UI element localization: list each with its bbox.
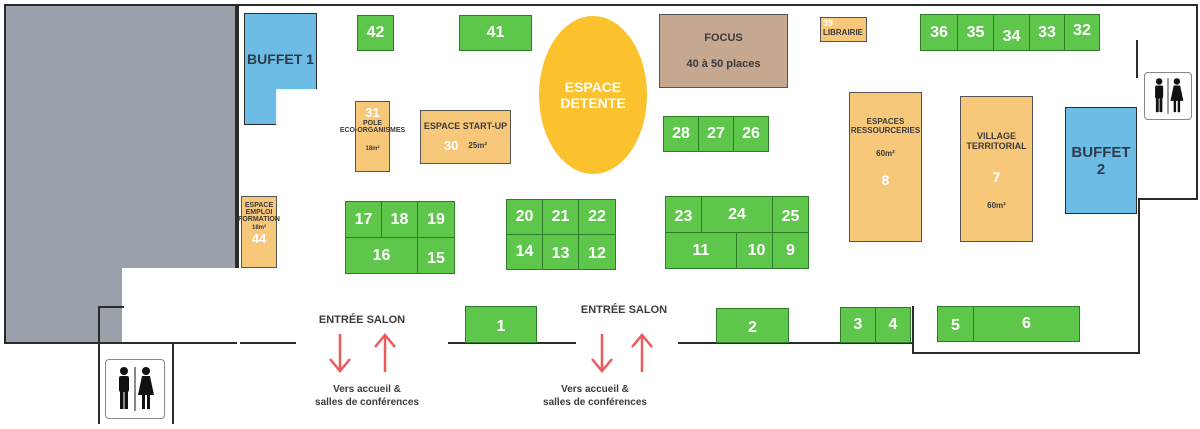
stand-4: 4 xyxy=(875,307,911,343)
arrow-up-icon xyxy=(629,332,655,374)
wall-right-door-mark xyxy=(1136,40,1138,78)
restroom-icon xyxy=(105,359,165,419)
stand-17: 17 xyxy=(345,201,382,238)
stand-18: 18 xyxy=(381,201,418,238)
arrow-down-icon xyxy=(589,332,615,374)
arrow-down-icon xyxy=(327,332,353,374)
wall-bottom-right xyxy=(912,352,1140,354)
entrance-note-2: Vers accueil & salles de conférences xyxy=(543,384,647,408)
stand-15: 15 xyxy=(417,237,455,274)
stand-24: 24 xyxy=(701,196,773,233)
espace-emploi-formation: ESPACE EMPLOI FORMATION 18m² 44 xyxy=(238,196,280,268)
espaces-ressourceries: ESPACES RESSOURCERIES 60m² 8 xyxy=(849,92,922,242)
stand-42: 42 xyxy=(357,15,394,51)
wall-right-lower xyxy=(1138,198,1140,354)
stand-36: 36 xyxy=(920,14,958,51)
stand-6: 6 xyxy=(973,306,1080,342)
wall-bottom-segment xyxy=(678,342,912,344)
stand-16: 16 xyxy=(345,237,418,274)
stand-33: 33 xyxy=(1029,14,1065,51)
wall-right-step xyxy=(1138,198,1198,200)
wall-left-inner xyxy=(237,4,239,268)
stand-26: 26 xyxy=(733,116,769,152)
entrance-label-1: ENTRÉE SALON xyxy=(318,314,406,326)
stand-1: 1 xyxy=(465,306,537,343)
entrance-note-1: Vers accueil & salles de conférences xyxy=(315,384,419,408)
stand-28: 28 xyxy=(663,116,699,152)
stand-19: 19 xyxy=(417,201,455,238)
stand-32: 32 xyxy=(1064,14,1100,51)
stand-20: 20 xyxy=(506,199,543,235)
stand-27: 27 xyxy=(698,116,734,152)
stand-25: 25 xyxy=(772,196,809,233)
stand-2: 2 xyxy=(716,308,789,343)
wall-bottom-step xyxy=(912,306,914,354)
stand-10: 10 xyxy=(736,232,773,269)
stand-14: 14 xyxy=(506,234,543,270)
stand-23: 23 xyxy=(665,196,702,233)
wall-entrance-top xyxy=(98,306,124,308)
stand-9: 9 xyxy=(772,232,809,269)
stand-22: 22 xyxy=(578,199,616,235)
espace-detente: ESPACE DETENTE xyxy=(539,16,647,174)
wall-top xyxy=(237,4,1197,6)
wall-bottom-middle xyxy=(448,342,576,344)
pole-eco-organismes: 31 POLE ECO-ORGANISMES 18m² xyxy=(340,101,405,172)
wall-bottom-left xyxy=(240,342,296,344)
stand-34: 34 xyxy=(993,14,1030,51)
focus-room: FOCUS 40 à 50 places xyxy=(659,14,788,88)
stand-3: 3 xyxy=(840,307,876,343)
stand-41: 41 xyxy=(459,15,532,51)
buffet-2: BUFFET 2 xyxy=(1065,107,1137,214)
stand-13: 13 xyxy=(542,234,579,270)
espace-start-up: ESPACE START-UP 30 25m² xyxy=(420,110,511,164)
stand-21: 21 xyxy=(542,199,579,235)
stand-35: 35 xyxy=(957,14,994,51)
stand-11: 11 xyxy=(665,232,737,269)
village-territorial: VILLAGE TERRITORIAL 7 60m² xyxy=(960,96,1033,242)
wall-entrance-left xyxy=(98,306,100,424)
stand-5: 5 xyxy=(937,306,974,342)
arrow-up-icon xyxy=(372,332,398,374)
stand-12: 12 xyxy=(578,234,616,270)
entrance-label-2: ENTRÉE SALON xyxy=(580,304,668,316)
wall-right-upper xyxy=(1196,4,1198,200)
restroom-icon xyxy=(1144,72,1192,120)
entrance-corridor xyxy=(122,268,242,342)
librairie: 39 LIBRAIRIE xyxy=(820,17,867,42)
buffet-1: BUFFET 1 xyxy=(244,13,317,125)
wall-entrance-right xyxy=(172,342,174,424)
